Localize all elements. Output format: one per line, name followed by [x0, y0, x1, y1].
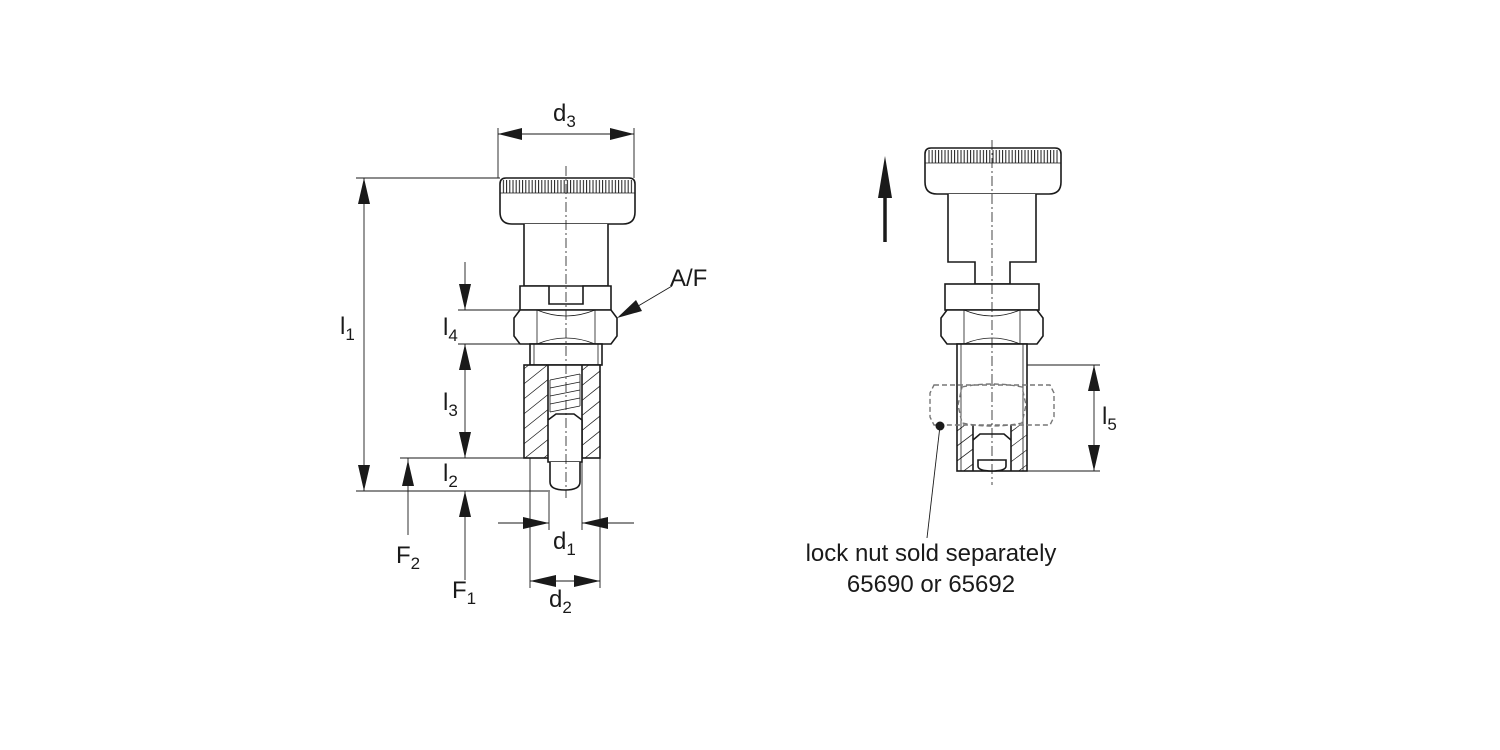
- note-leader: [926, 421, 945, 539]
- label-f1: F1: [452, 577, 476, 608]
- dimension-d3: [497, 128, 635, 178]
- label-d3: d3: [553, 100, 576, 131]
- label-l1: l1: [340, 313, 355, 344]
- collar-left: [519, 285, 612, 311]
- plunger-pin-left: [547, 413, 583, 491]
- spring-left: [549, 373, 581, 413]
- label-l3: l3: [443, 389, 458, 420]
- dimension-l2: [459, 491, 471, 580]
- dimension-d1: [498, 462, 634, 530]
- dimension-l4: [458, 262, 520, 360]
- dimension-l5: [1027, 364, 1100, 472]
- label-d2: d2: [549, 586, 572, 617]
- right-view: [878, 140, 1100, 539]
- label-l5: l5: [1102, 403, 1117, 434]
- note-line-1: lock nut sold separately: [806, 540, 1057, 567]
- neck-left: [523, 224, 609, 287]
- label-l2: l2: [443, 460, 458, 491]
- knob-right: [924, 147, 1062, 195]
- left-view: [356, 128, 673, 588]
- dimension-d2: [529, 458, 601, 588]
- label-l4: l4: [443, 314, 458, 345]
- label-af: A/F: [670, 265, 707, 292]
- dimension-l3: [400, 344, 524, 459]
- knob-left: [499, 177, 636, 225]
- label-f2: F2: [396, 542, 420, 573]
- hex-nut-left: [513, 309, 618, 345]
- label-d1: d1: [553, 528, 576, 559]
- af-leader: [617, 285, 673, 318]
- lock-nut-outline: [929, 383, 1055, 427]
- pull-direction-arrow: [878, 156, 892, 242]
- note-line-2: 65690 or 65692: [847, 571, 1015, 598]
- threaded-body-right: [956, 343, 1028, 472]
- force-f2-arrow: [402, 458, 414, 535]
- dimension-l1: [356, 177, 550, 492]
